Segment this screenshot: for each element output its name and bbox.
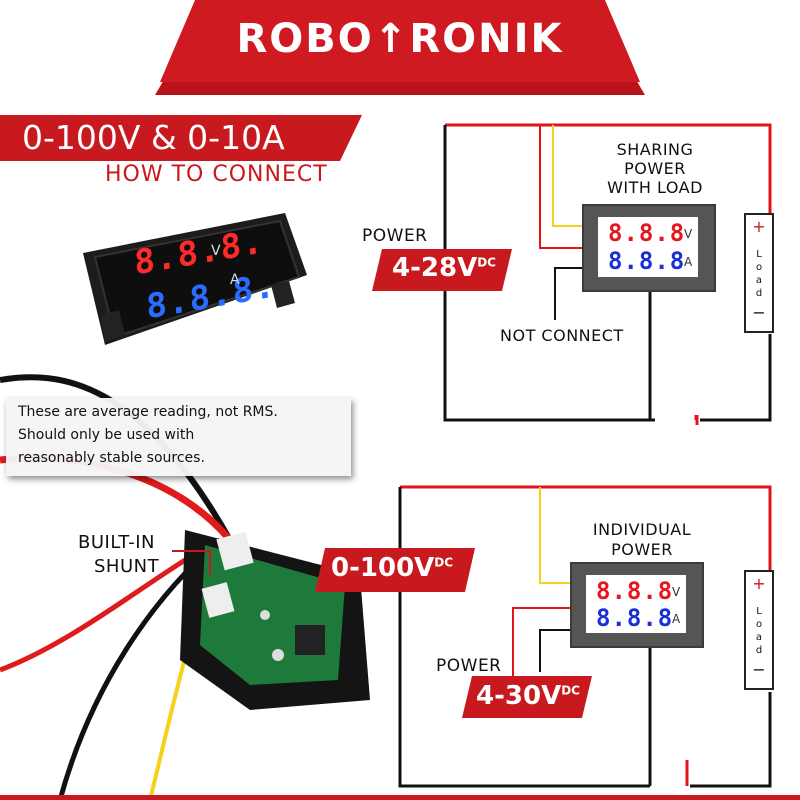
note-line: These are average reading, not RMS. xyxy=(18,404,278,420)
bottom-load-letter: a xyxy=(755,632,763,643)
brand-logo: ROBO↑RONIK xyxy=(236,16,564,62)
top-power-suffix: DC xyxy=(477,255,496,270)
note-line: reasonably stable sources. xyxy=(18,450,205,466)
top-amp-unit: A xyxy=(684,255,693,269)
top-load-plus: + xyxy=(752,217,766,236)
top-title-line3: WITH LOAD xyxy=(607,178,703,197)
measure-range-value: 0-100V xyxy=(331,553,435,583)
how-to-connect-subtitle: HOW TO CONNECT xyxy=(105,162,328,187)
top-title-line2: POWER xyxy=(624,159,686,178)
top-load-letter: a xyxy=(755,275,763,286)
note-line: Should only be used with xyxy=(18,427,195,443)
shunt-label-line2: SHUNT xyxy=(94,556,160,577)
bottom-bar xyxy=(0,795,800,800)
bottom-load-minus: − xyxy=(752,660,766,679)
bottom-meter: 8.8.8 8.8.8 V A xyxy=(570,562,704,648)
top-load-letter: L xyxy=(756,249,762,260)
bottom-load-letter: d xyxy=(755,645,763,656)
measure-range-suffix: DC xyxy=(434,555,454,570)
meter-module-photo xyxy=(83,213,307,345)
bottom-power-range: 4-30VDC xyxy=(476,681,580,711)
bottom-title-line1: INDIVIDUAL xyxy=(592,520,692,539)
top-volt-digits: 8.8.8 xyxy=(608,219,686,247)
bottom-power-suffix: DC xyxy=(561,683,580,698)
not-connect-label: NOT CONNECT xyxy=(500,326,624,345)
measure-range-tag-bg xyxy=(315,548,475,592)
top-power-range: 4-28VDC xyxy=(392,253,496,283)
brand-banner xyxy=(155,0,645,95)
bottom-load-letter: L xyxy=(756,606,762,617)
top-load-minus: − xyxy=(752,303,766,322)
photo-volt-unit: V xyxy=(211,243,221,259)
top-volt-unit: V xyxy=(684,227,693,241)
top-load: + L o a d − xyxy=(744,213,774,333)
bottom-load: + L o a d − xyxy=(744,570,774,690)
bottom-load-plus: + xyxy=(752,574,766,593)
top-meter: 8.8.8 8.8.8 V A xyxy=(582,204,716,292)
bottom-load-letter: o xyxy=(755,619,763,630)
top-power-tag-bg xyxy=(372,249,512,291)
range-title: 0-100V & 0-10A xyxy=(22,118,285,157)
bottom-meter-face: 8.8.8 8.8.8 V A xyxy=(586,575,686,633)
note-box: These are average reading, not RMS. Shou… xyxy=(6,398,351,476)
photo-amp-unit: A xyxy=(230,272,240,288)
top-load-letter: o xyxy=(755,262,763,273)
range-banner xyxy=(0,115,362,161)
measure-range: 0-100VDC xyxy=(331,553,453,583)
shunt-pointer xyxy=(172,550,211,575)
top-load-letter: d xyxy=(755,288,763,299)
top-power-label: POWER xyxy=(362,226,428,246)
bottom-amp-digits: 8.8.8 xyxy=(596,604,674,632)
top-title-line1: SHARING xyxy=(616,140,694,159)
shunt-label-line1: BUILT-IN xyxy=(78,532,155,553)
bottom-title-line2: POWER xyxy=(611,540,673,559)
bottom-power-label: POWER xyxy=(436,656,502,676)
top-amp-digits: 8.8.8 xyxy=(608,247,686,275)
top-meter-face: 8.8.8 8.8.8 V A xyxy=(598,217,698,277)
bottom-volt-unit: V xyxy=(672,585,681,599)
top-power-range-value: 4-28V xyxy=(392,253,478,283)
bottom-power-tag-bg xyxy=(462,676,592,718)
bottom-power-range-value: 4-30V xyxy=(476,681,562,711)
bottom-volt-digits: 8.8.8 xyxy=(596,577,674,605)
bottom-amp-unit: A xyxy=(672,612,681,626)
